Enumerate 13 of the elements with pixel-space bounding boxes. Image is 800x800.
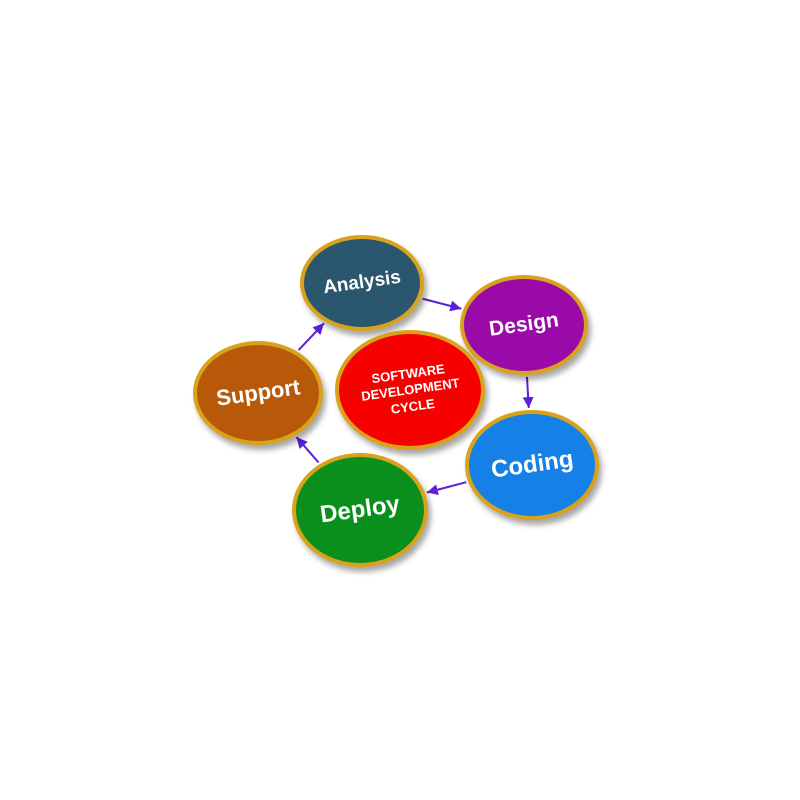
arrow [422, 298, 462, 312]
stage-label: Support [214, 374, 302, 412]
arrow [522, 376, 534, 408]
arrow [426, 481, 466, 496]
stage-disc [292, 453, 428, 567]
stage-label: Analysis [322, 266, 402, 300]
center-disc [335, 330, 485, 450]
arrow [296, 436, 320, 464]
stage-label: Design [488, 307, 560, 343]
stage-label: Deploy [318, 490, 402, 530]
arrow [298, 322, 325, 351]
stage-disc [465, 410, 599, 520]
stage-label: Coding [488, 444, 575, 486]
